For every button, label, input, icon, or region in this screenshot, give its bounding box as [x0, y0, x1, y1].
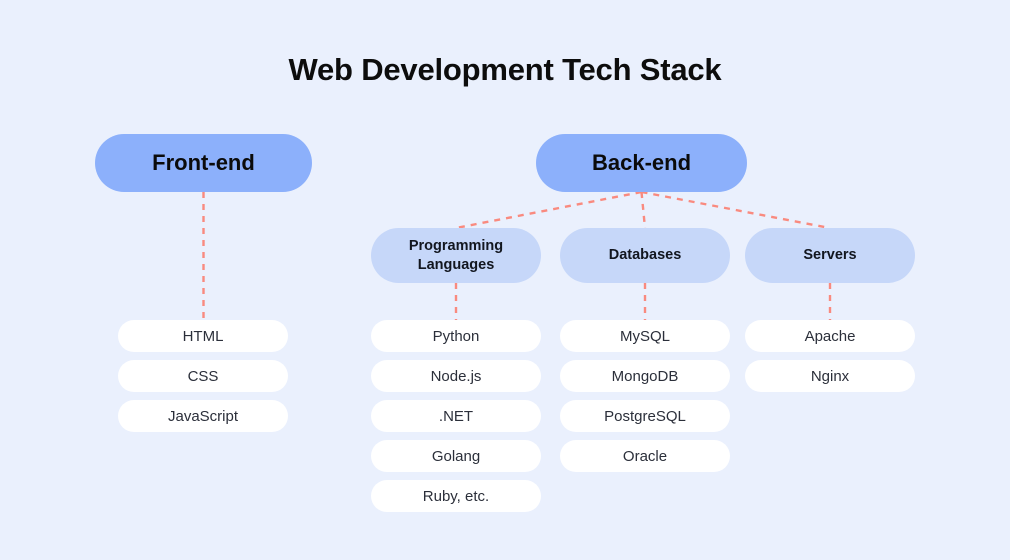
leaf-item[interactable]: JavaScript — [118, 400, 288, 432]
leaf-item[interactable]: MongoDB — [560, 360, 730, 392]
leaf-item-label: Golang — [431, 447, 481, 465]
leaf-item-label: PostgreSQL — [604, 407, 686, 425]
leaf-item-label: CSS — [187, 367, 219, 385]
leaf-column-servers: Apache Nginx — [745, 320, 915, 392]
leaf-item-label: Apache — [804, 327, 856, 345]
leaf-item[interactable]: Node.js — [371, 360, 541, 392]
leaf-item[interactable]: Oracle — [560, 440, 730, 472]
branch-node-databases[interactable]: Databases — [560, 228, 730, 283]
leaf-item[interactable]: Python — [371, 320, 541, 352]
node-frontend-label: Front-end — [152, 150, 255, 175]
leaf-item[interactable]: PostgreSQL — [560, 400, 730, 432]
leaf-item-label: MongoDB — [611, 367, 679, 385]
leaf-item[interactable]: Ruby, etc. — [371, 480, 541, 512]
leaf-column-frontend: HTML CSS JavaScript — [118, 320, 288, 432]
leaf-item-label: HTML — [182, 327, 224, 345]
connector-backend-to-databases — [640, 191, 647, 229]
leaf-item[interactable]: .NET — [371, 400, 541, 432]
leaf-item[interactable]: Golang — [371, 440, 541, 472]
leaf-item-label: Python — [432, 327, 480, 345]
leaf-item[interactable]: Apache — [745, 320, 915, 352]
leaf-column-databases: MySQL MongoDB PostgreSQL Oracle — [560, 320, 730, 472]
node-backend-label: Back-end — [591, 150, 692, 175]
leaf-item-label: .NET — [438, 407, 474, 425]
leaf-column-programming-languages: Python Node.js .NET Golang Ruby, etc. — [371, 320, 541, 512]
branch-node-programming-languages-label: Programming Languages — [409, 237, 503, 274]
leaf-item-label: JavaScript — [167, 407, 239, 425]
node-frontend[interactable]: Front-end — [95, 134, 312, 192]
leaf-item-label: Oracle — [622, 447, 668, 465]
leaf-item-label: Node.js — [430, 367, 482, 385]
connector-backend-to-servers — [641, 190, 831, 230]
branch-label-line-2: Languages — [417, 256, 495, 273]
leaf-item[interactable]: Nginx — [745, 360, 915, 392]
leaf-item[interactable]: CSS — [118, 360, 288, 392]
leaf-item-label: Ruby, etc. — [422, 487, 490, 505]
leaf-item[interactable]: MySQL — [560, 320, 730, 352]
connector-backend-to-programming-languages — [455, 190, 642, 230]
node-backend[interactable]: Back-end — [536, 134, 747, 192]
branch-node-servers[interactable]: Servers — [745, 228, 915, 283]
leaf-item-label: MySQL — [619, 327, 670, 345]
branch-node-programming-languages[interactable]: Programming Languages — [371, 228, 541, 283]
leaf-item[interactable]: HTML — [118, 320, 288, 352]
branch-label-line-1: Programming — [408, 237, 504, 254]
branch-node-servers-label: Servers — [803, 247, 857, 264]
page-title: Web Development Tech Stack — [288, 52, 722, 87]
leaf-item-label: Nginx — [810, 367, 850, 385]
branch-node-databases-label: Databases — [608, 247, 682, 264]
